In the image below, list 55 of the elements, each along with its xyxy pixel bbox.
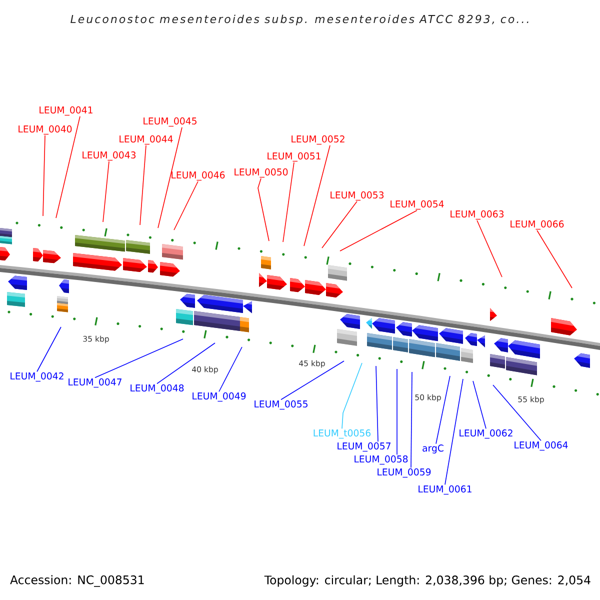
leader-line (282, 162, 294, 242)
leader-line (140, 144, 146, 226)
leader-line (472, 380, 486, 430)
gene-label: LEUM_0043 (82, 151, 136, 161)
gene-label: LEUM_0047 (68, 378, 122, 388)
gene-label: LEUM_0053 (330, 191, 384, 201)
leader-line (218, 346, 242, 392)
leader-line (340, 210, 418, 252)
gene-label: LEUM_0052 (292, 135, 344, 145)
gene-label: LEUM_0042 (10, 372, 64, 382)
gene-label: LEUM_0061 (418, 485, 472, 495)
gene-label: LEUM_0059 (378, 468, 431, 478)
leader-line (342, 362, 362, 430)
gene-label: LEUM_t0056 (314, 429, 371, 439)
leader-line (322, 200, 358, 248)
gene-label: LEUM_0046 (172, 171, 225, 181)
gene-label: LEUM_0058 (354, 455, 408, 465)
gene-label: LEUM_0057 (338, 442, 390, 452)
leader-line (94, 338, 184, 378)
leader-line (536, 230, 572, 288)
leader-line (376, 366, 378, 442)
gene-label: LEUM_0040 (18, 125, 72, 135)
leader-line (476, 220, 502, 278)
leader-line (492, 384, 542, 442)
leader-line (56, 116, 80, 218)
leader-line (36, 326, 62, 372)
gene-label: LEUM_0054 (390, 200, 444, 210)
leader-line (396, 368, 398, 456)
gene-label: LEUM_0066 (510, 220, 564, 230)
gene-label: LEUM_0063 (450, 210, 504, 220)
gene-label: LEUM_0051 (268, 152, 320, 162)
leader-line (410, 372, 412, 468)
leader-line (158, 126, 182, 228)
leader-line (304, 144, 330, 246)
gene-label: LEUM_0048 (130, 384, 184, 394)
gene-label: LEUM_0055 (254, 400, 308, 410)
gene-label: LEUM_0041 (40, 106, 92, 116)
gene-label: argC (422, 444, 444, 454)
gene-label: LEUM_0049 (192, 392, 246, 402)
leader-line (280, 360, 344, 400)
leader-line (42, 134, 46, 216)
gene-label: LEUM_0064 (514, 441, 568, 451)
gene-label: LEUM_0062 (460, 429, 512, 439)
footer-text: Accession: NC_008531 (10, 575, 144, 587)
gene-label: LEUM_0044 (120, 135, 173, 145)
gene-label: LEUM_0045 (144, 117, 196, 127)
gene-label: LEUM_0050 (234, 168, 288, 178)
leader-line (102, 160, 110, 222)
footer-text: Topology: circular; Length: 2,038,396 bp; Genes: 2,054 (264, 575, 590, 587)
leader-line (174, 180, 198, 230)
leader-line (258, 178, 270, 242)
leader-line (444, 378, 464, 486)
leader-line (156, 342, 216, 384)
title: Leuconostoc mesenteroides subsp. mesenteroides ATCC 8293, co... (70, 14, 528, 26)
leader-line (436, 376, 450, 444)
